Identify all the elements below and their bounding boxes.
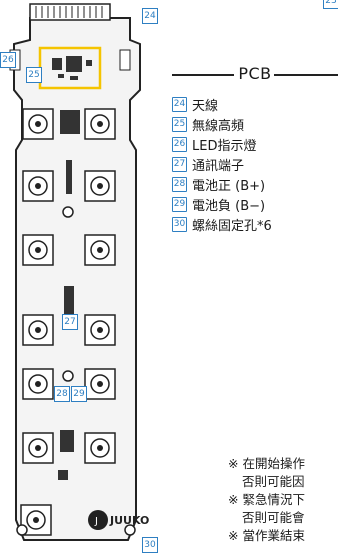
legend-item: 28 電池正 (B+) (172, 174, 338, 194)
legend-item: 25 無線高頻 (172, 114, 338, 134)
tact-button-dot (97, 381, 103, 387)
tact-button-dot (35, 327, 41, 333)
mount-hole (16, 524, 28, 536)
legend-number-badge: 25 (172, 116, 187, 132)
callout-30: 30 (142, 537, 158, 553)
pcb-heading: PCB (172, 64, 338, 84)
legend-item: 26 LED指示燈 (172, 134, 338, 154)
callout-25: 25 (26, 67, 42, 83)
legend-label: 通訊端子 (192, 158, 245, 174)
note-line: ※ 在開始操作 (228, 456, 305, 471)
callout-29: 29 (71, 386, 87, 402)
mount-hole (62, 206, 74, 218)
corner-callout-badge: 23 (323, 0, 338, 9)
legend-number-badge: 27 (172, 156, 187, 172)
svg-text:JUUKO: JUUKO (109, 514, 149, 527)
note-line: ※ 緊急情況下 (228, 492, 305, 507)
legend-item: 27 通訊端子 (172, 154, 338, 174)
callout-28: 28 (54, 386, 70, 402)
tact-button-dot (35, 445, 41, 451)
legend-label: 螺絲固定孔*6 (192, 218, 272, 234)
legend-list: 24 天線 25 無線高頻 26 LED指示燈 27 通訊端子 28 電池正 (B+) 29 電池負 … (172, 94, 338, 234)
svg-text:J: J (94, 516, 98, 527)
tact-button-dot (97, 327, 103, 333)
warning-notes: ※ 在開始操作 否則可能因 ※ 緊急情況下 否則可能會 ※ 當作業結束 (228, 455, 305, 545)
legend-label: 天線 (192, 98, 219, 114)
note-line: ※ 當作業結束 (228, 528, 305, 543)
callout-26: 26 (0, 52, 16, 68)
tact-button-dot (35, 183, 41, 189)
legend-item: 24 天線 (172, 94, 338, 114)
note-line: 否則可能因 (242, 474, 305, 489)
tact-button-dot (35, 381, 41, 387)
tact-button-dot (35, 247, 41, 253)
legend-item: 29 電池負 (B−) (172, 194, 338, 214)
legend-item: 30 螺絲固定孔*6 (172, 214, 338, 234)
mount-hole (62, 370, 74, 382)
legend-number-badge: 24 (172, 96, 187, 112)
tact-button (22, 108, 54, 140)
legend-number-badge: 29 (172, 196, 187, 212)
tact-button-dot (97, 121, 103, 127)
callout-27: 27 (62, 314, 78, 330)
legend-label: 電池正 (B+) (192, 178, 266, 194)
tact-button-dot (97, 183, 103, 189)
legend-label: LED指示燈 (192, 138, 257, 154)
brand-logo: J JUUKO (88, 510, 149, 530)
tact-button-dot (33, 517, 39, 523)
tact-button (84, 108, 116, 140)
tact-button-dot (97, 445, 103, 451)
tact-button (84, 368, 116, 400)
tact-button-dot (35, 121, 41, 127)
pcb-title: PCB (238, 64, 272, 83)
legend-number-badge: 26 (172, 136, 187, 152)
mount-hole (124, 524, 136, 536)
legend-number-badge: 28 (172, 176, 187, 192)
pcb-board-illustration: J JUUKO (9, 3, 149, 541)
tact-button-dot (97, 247, 103, 253)
note-line: 否則可能會 (242, 510, 305, 525)
callout-24: 24 (142, 8, 158, 24)
legend-label: 無線高頻 (192, 118, 245, 134)
legend-label: 電池負 (B−) (192, 198, 266, 214)
legend-number-badge: 30 (172, 216, 187, 232)
board-outline (13, 17, 141, 541)
